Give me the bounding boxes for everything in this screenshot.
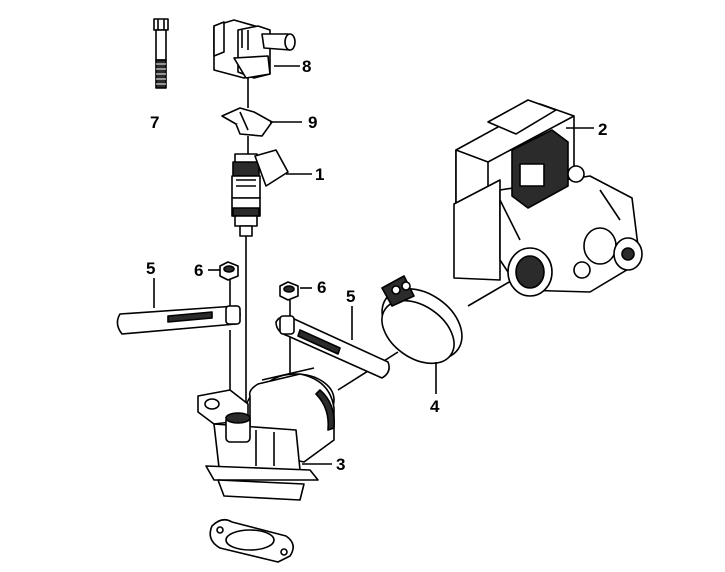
clamp-band-left-part xyxy=(116,305,241,335)
callout-3: 3 xyxy=(336,455,345,474)
callout-5-left: 5 xyxy=(146,259,155,278)
hose-clamp-part xyxy=(381,275,463,365)
bolt-part xyxy=(153,18,169,89)
callout-4: 4 xyxy=(430,397,440,416)
fuel-injector-part xyxy=(231,149,289,237)
injector-cap-part xyxy=(213,19,296,79)
nut-left-part xyxy=(219,261,239,281)
callout-8: 8 xyxy=(302,57,311,76)
intake-manifold-part xyxy=(197,367,336,501)
callout-5-right: 5 xyxy=(346,287,355,306)
leader-lines xyxy=(153,65,594,465)
callout-6-right: 6 xyxy=(317,278,326,297)
gasket-part xyxy=(209,518,294,563)
callout-7: 7 xyxy=(150,113,159,132)
nut-right-part xyxy=(279,281,299,301)
throttle-body-part xyxy=(453,99,643,297)
callout-2: 2 xyxy=(598,120,607,139)
callout-9: 9 xyxy=(308,113,317,132)
callout-1: 1 xyxy=(315,165,324,184)
clip-part xyxy=(221,107,273,137)
clamp-band-right-part xyxy=(275,315,390,379)
callout-6-left: 6 xyxy=(194,261,203,280)
callout-labels: 1 2 3 4 5 5 6 6 7 8 9 xyxy=(146,57,607,474)
